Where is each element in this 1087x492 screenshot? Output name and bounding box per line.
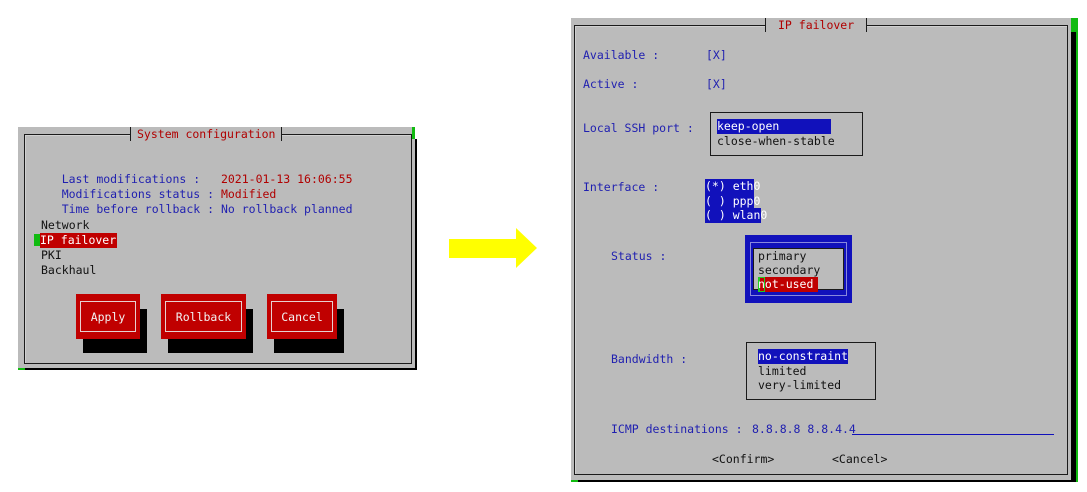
ssh-port-option-close-when-stable[interactable]: close-when-stable — [717, 134, 835, 148]
info-value: No rollback planned — [220, 202, 353, 216]
info-label: Modifications status : — [61, 187, 221, 201]
cancel-button-label: Cancel — [271, 301, 333, 332]
confirm-button[interactable]: <Confirm> — [712, 452, 775, 466]
icmp-destinations-input[interactable]: 8.8.8.8 8.8.4.4 — [752, 422, 856, 436]
ssh-port-label: Local SSH port : — [583, 121, 694, 135]
left-window-bottom-cursor — [18, 368, 25, 370]
interface-label: Interface : — [583, 180, 660, 194]
right-window-scroll-edge — [1076, 32, 1078, 482]
menu-cursor — [34, 234, 40, 246]
status-option-not-used[interactable]: not-used — [758, 277, 818, 292]
bandwidth-option-no-constraint[interactable]: no-constraint — [758, 349, 849, 364]
icmp-destinations-label: ICMP destinations : — [611, 422, 750, 436]
arrow-right-icon — [449, 228, 537, 268]
apply-button[interactable]: Apply — [76, 294, 140, 339]
ip-failover-window: IP failover Available : [X] Active : [X]… — [571, 18, 1071, 480]
menu-item-pki[interactable]: PKI — [41, 248, 62, 262]
ssh-port-option-keep-open[interactable]: keep-open — [717, 119, 831, 134]
right-window-bottom-shadow — [571, 480, 1073, 482]
bandwidth-option-limited[interactable]: limited — [758, 364, 807, 378]
right-window-bottom-cursor — [571, 480, 578, 482]
cancel-button[interactable]: <Cancel> — [832, 452, 888, 466]
right-window-scroll-top — [1071, 18, 1078, 32]
info-row-last-modifications: Last modifications : 2021-01-13 16:06:55 — [34, 157, 353, 186]
info-label: Last modifications : — [61, 172, 221, 186]
dialog-title: IP failover — [765, 18, 868, 32]
active-label: Active : — [583, 77, 639, 91]
info-row-modifications-status: Modifications status : Modified — [34, 172, 277, 201]
info-row-time-before-rollback: Time before rollback : No rollback plann… — [34, 187, 353, 216]
icmp-input-underline — [852, 434, 1054, 435]
status-cursor — [758, 277, 765, 292]
bandwidth-label: Bandwidth : — [611, 352, 688, 366]
dialog-title: System configuration — [130, 127, 283, 141]
apply-button-label: Apply — [80, 301, 136, 332]
status-option-secondary[interactable]: secondary — [758, 263, 821, 277]
left-window-bottom-shadow — [18, 368, 417, 370]
ssh-port-listbox — [710, 112, 863, 156]
rollback-button[interactable]: Rollback — [161, 294, 246, 339]
interface-option-eth0[interactable]: (*) eth0 — [705, 179, 761, 194]
info-value: Modified — [220, 187, 277, 201]
arrow-shape — [449, 228, 537, 268]
status-label: Status : — [611, 249, 667, 263]
menu-item-network[interactable]: Network — [41, 218, 90, 232]
cancel-button[interactable]: Cancel — [267, 294, 337, 339]
info-label: Time before rollback : — [61, 202, 221, 216]
interface-option-wlan0[interactable]: ( ) wlan0 — [705, 208, 768, 223]
system-configuration-window: System configuration Last modifications … — [18, 127, 415, 368]
left-window-right-shadow — [415, 139, 417, 370]
info-value: 2021-01-13 16:06:55 — [220, 172, 353, 186]
available-checkbox[interactable]: [X] — [706, 48, 727, 62]
rollback-button-label: Rollback — [165, 301, 242, 332]
right-window-scrollbar[interactable] — [1071, 32, 1076, 482]
status-option-primary[interactable]: primary — [758, 249, 807, 263]
bandwidth-option-very-limited[interactable]: very-limited — [758, 378, 842, 392]
bandwidth-listbox — [746, 342, 876, 400]
interface-option-ppp0[interactable]: ( ) ppp0 — [705, 194, 761, 209]
terminal-cursor-top — [412, 127, 415, 139]
available-label: Available : — [583, 48, 660, 62]
menu-item-backhaul[interactable]: Backhaul — [41, 263, 97, 277]
active-checkbox[interactable]: [X] — [706, 77, 727, 91]
menu-item-ip-failover[interactable]: IP failover — [40, 233, 118, 248]
